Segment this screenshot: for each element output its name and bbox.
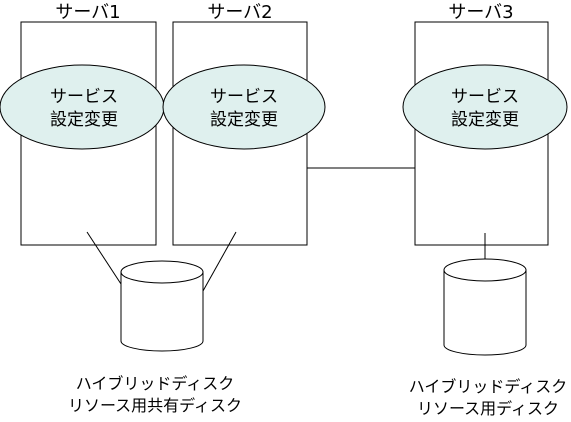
service-ellipse-2 <box>162 64 326 150</box>
service-1-line2: 設定変更 <box>50 110 118 130</box>
server-2-label: サーバ2 <box>207 2 272 23</box>
service-2-line2: 設定変更 <box>210 110 278 130</box>
service-3-line1: サービス <box>451 87 519 107</box>
service-3-line2: 設定変更 <box>451 110 519 130</box>
service-ellipse-1 <box>0 64 165 150</box>
server-2-disk-link <box>202 231 237 292</box>
server-1-label: サーバ1 <box>55 2 120 23</box>
service-2-line1: サービス <box>210 87 278 107</box>
server-3-disk-caption-line1: ハイブリッドディスク <box>409 377 568 396</box>
shared-disk-caption-line1: ハイブリッドディスク <box>76 374 235 393</box>
shared-disk-caption-line2: リソース用共有ディスク <box>68 396 242 415</box>
server-3-disk-caption-line2: リソース用ディスク <box>417 399 559 418</box>
shared-disk-cylinder <box>120 260 204 352</box>
server-3-disk-cylinder <box>443 258 527 356</box>
service-1-line1: サービス <box>50 87 118 107</box>
server-1-disk-link <box>86 231 122 285</box>
service-ellipse-3 <box>402 64 568 150</box>
server-3-label: サーバ3 <box>448 2 513 23</box>
